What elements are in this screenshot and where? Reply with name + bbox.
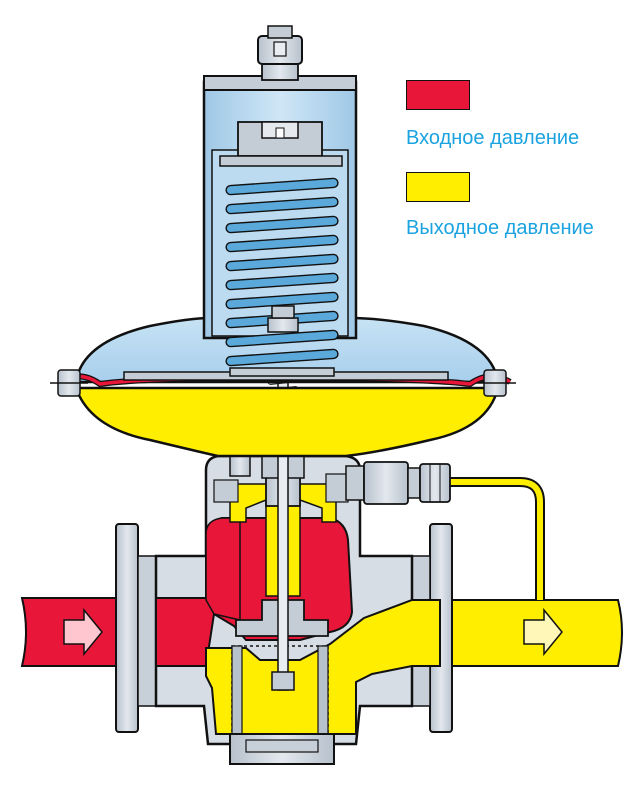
- impulse-fitting: [345, 461, 451, 505]
- main-spring-coil: [225, 329, 339, 348]
- legend-inlet-label: Входное давление: [406, 127, 580, 149]
- main-spring-coil: [225, 348, 339, 367]
- legend-inlet-swatch: [406, 80, 470, 110]
- adjusting-nut: [237, 121, 323, 157]
- main-spring-coil: [225, 272, 339, 291]
- spring-lower-plate: [229, 367, 335, 377]
- main-spring-coil: [225, 291, 339, 310]
- spring-upper-plate: [219, 155, 343, 167]
- diaphragm-lower-chamber: [74, 386, 500, 458]
- inlet-flow-arrow: [63, 607, 103, 657]
- inlet-chamber-left: [205, 517, 241, 621]
- flange-bolt-right: [476, 369, 516, 397]
- main-spring-coil: [225, 196, 339, 215]
- flange-bolt-left: [50, 369, 88, 397]
- main-spring-coil: [225, 215, 339, 234]
- main-spring-coil: [225, 253, 339, 272]
- inlet-flange: [115, 523, 157, 733]
- outlet-flow-arrow: [523, 607, 563, 657]
- main-spring-coil: [225, 234, 339, 253]
- legend-outlet-swatch: [406, 172, 470, 202]
- stem-nut: [267, 305, 299, 333]
- top-closing-cap: [257, 25, 303, 81]
- legend-outlet-label: Выходное давление: [406, 217, 594, 239]
- impulse-line: [448, 477, 545, 600]
- main-spring-coil: [225, 177, 339, 196]
